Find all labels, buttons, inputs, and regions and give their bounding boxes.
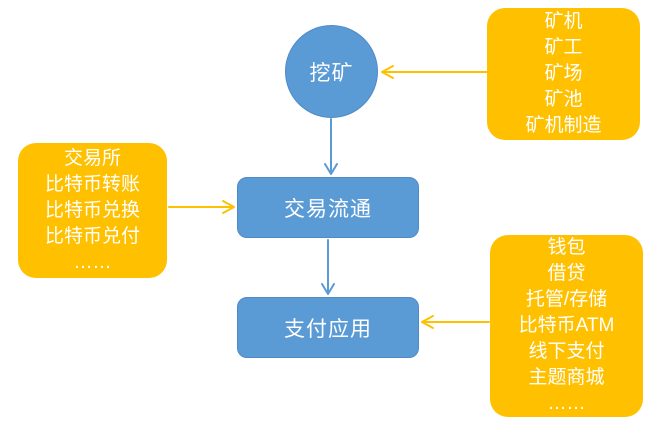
node-mining-label: 挖矿 (309, 61, 354, 85)
callout-trading-services: 交易所 比特币转账 比特币兑换 比特币兑付 …… (18, 143, 167, 278)
node-mining: 挖矿 (285, 25, 378, 118)
callout-item: 矿工 (544, 37, 583, 58)
arrow-payment-services-to-payment (421, 315, 490, 329)
node-payment-label: 支付应用 (284, 317, 372, 341)
node-circulation: 交易流通 (237, 177, 419, 238)
callout-item: 借贷 (547, 263, 586, 284)
callout-item: 主题商城 (528, 367, 605, 388)
callout-item: 矿机制造 (525, 115, 602, 136)
callout-item: 线下支付 (528, 341, 605, 362)
callout-item: 钱包 (547, 237, 586, 258)
node-payment: 支付应用 (237, 297, 419, 358)
callout-item: …… (547, 393, 586, 414)
callout-item: 比特币兑付 (44, 225, 140, 247)
callout-item: 矿场 (544, 63, 583, 84)
callout-item: 矿机 (544, 11, 583, 32)
callout-item: 交易所 (63, 147, 121, 169)
node-circulation-label: 交易流通 (284, 197, 372, 221)
callout-item: 比特币兑换 (44, 199, 140, 221)
callout-item: …… (73, 251, 112, 273)
arrow-mining-to-circulation (324, 118, 338, 175)
arrow-trading-to-circulation (168, 200, 235, 214)
callout-item: 比特币ATM (518, 315, 615, 336)
callout-item: 比特币转账 (44, 173, 140, 195)
callout-item: 托管/存储 (525, 289, 608, 310)
callout-payment-services: 钱包 借贷 托管/存储 比特币ATM 线下支付 主题商城 …… (490, 235, 643, 417)
callout-item: 矿池 (544, 89, 583, 110)
arrow-supply-to-mining (381, 65, 488, 79)
callout-mining-supply: 矿机 矿工 矿场 矿池 矿机制造 (487, 8, 640, 140)
arrow-circulation-to-payment (321, 239, 335, 295)
